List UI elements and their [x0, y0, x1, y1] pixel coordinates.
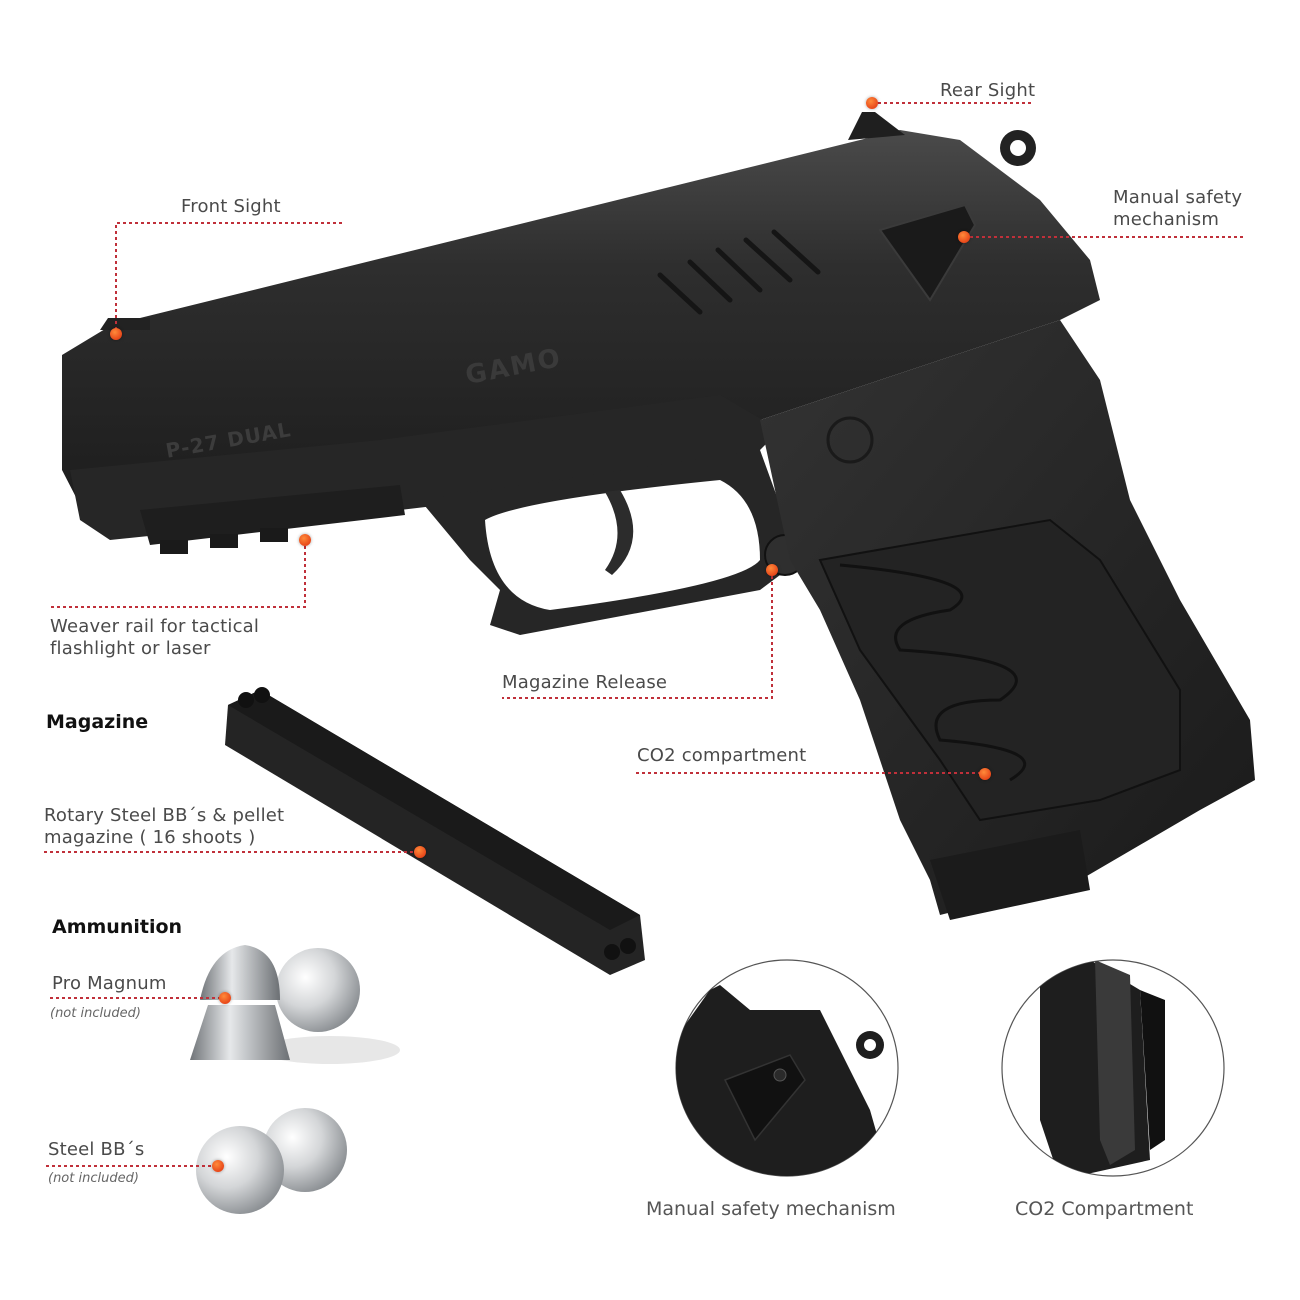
magazine-release-label: Magazine Release	[502, 672, 668, 693]
rear-sight-marker	[866, 97, 878, 109]
pistol	[62, 112, 1255, 920]
front-sight-marker	[110, 328, 122, 340]
steel-bb-note: (not included)	[48, 1171, 139, 1186]
magazine-marker	[414, 846, 426, 858]
manual-safety-label-line1: Manual safety	[1113, 187, 1243, 208]
rear-sight-label: Rear Sight	[940, 80, 1036, 101]
weaver-rail-label-line2: flashlight or laser	[50, 638, 211, 659]
magazine-heading: Magazine	[46, 711, 149, 733]
bb-illustration	[196, 1108, 347, 1214]
steel-bb-label: Steel BB´s	[48, 1139, 145, 1160]
front-sight-label: Front Sight	[181, 196, 281, 217]
safety-detail-view	[675, 959, 899, 1177]
co2-detail-caption: CO2 Compartment	[1015, 1198, 1194, 1220]
magazine-description-line2: magazine ( 16 shoots )	[44, 827, 256, 848]
pro-magnum-label: Pro Magnum	[52, 973, 167, 994]
weaver-rail-marker	[299, 534, 311, 546]
weaver-rail-label: Weaver rail for tactical flashlight or l…	[50, 616, 259, 660]
safety-detail-caption: Manual safety mechanism	[646, 1198, 896, 1220]
magazine-illustration	[225, 687, 645, 975]
co2-compartment-marker	[979, 768, 991, 780]
weaver-rail-label-line1: Weaver rail for tactical	[50, 616, 260, 637]
manual-safety-label: Manual safety mechanism	[1113, 187, 1242, 231]
manual-safety-marker	[958, 231, 970, 243]
ammunition-heading: Ammunition	[52, 916, 183, 938]
magazine-release-marker	[766, 564, 778, 576]
steel-bb-marker	[212, 1160, 224, 1172]
pro-magnum-note: (not included)	[50, 1006, 141, 1021]
magazine-description-line1: Rotary Steel BB´s & pellet	[44, 805, 285, 826]
co2-detail-view	[1001, 959, 1225, 1177]
pellet-illustration	[190, 945, 400, 1064]
manual-safety-label-line2: mechanism	[1113, 209, 1220, 230]
magazine-description: Rotary Steel BB´s & pellet magazine ( 16…	[44, 805, 284, 849]
co2-compartment-label: CO2 compartment	[637, 745, 807, 766]
pro-magnum-marker	[219, 992, 231, 1004]
